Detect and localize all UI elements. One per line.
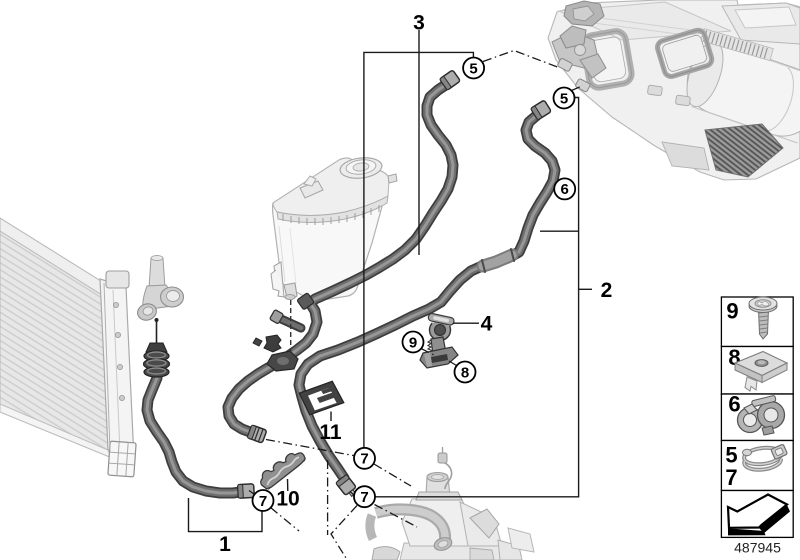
svg-text:6: 6 (728, 392, 740, 417)
svg-text:487945: 487945 (734, 540, 781, 556)
svg-text:5: 5 (469, 60, 477, 77)
svg-text:7: 7 (725, 465, 737, 490)
svg-text:10: 10 (276, 488, 299, 511)
svg-text:3: 3 (413, 12, 425, 35)
svg-text:7: 7 (360, 489, 368, 506)
svg-text:8: 8 (461, 364, 469, 381)
svg-text:9: 9 (726, 299, 738, 324)
svg-text:1: 1 (219, 533, 231, 556)
svg-text:9: 9 (409, 334, 417, 351)
svg-text:6: 6 (561, 181, 569, 198)
svg-text:5: 5 (560, 90, 568, 107)
svg-text:7: 7 (360, 451, 368, 468)
svg-text:2: 2 (601, 279, 613, 302)
svg-text:4: 4 (481, 313, 493, 336)
svg-text:7: 7 (259, 493, 267, 510)
svg-text:5: 5 (725, 443, 737, 468)
svg-text:11: 11 (319, 421, 342, 444)
